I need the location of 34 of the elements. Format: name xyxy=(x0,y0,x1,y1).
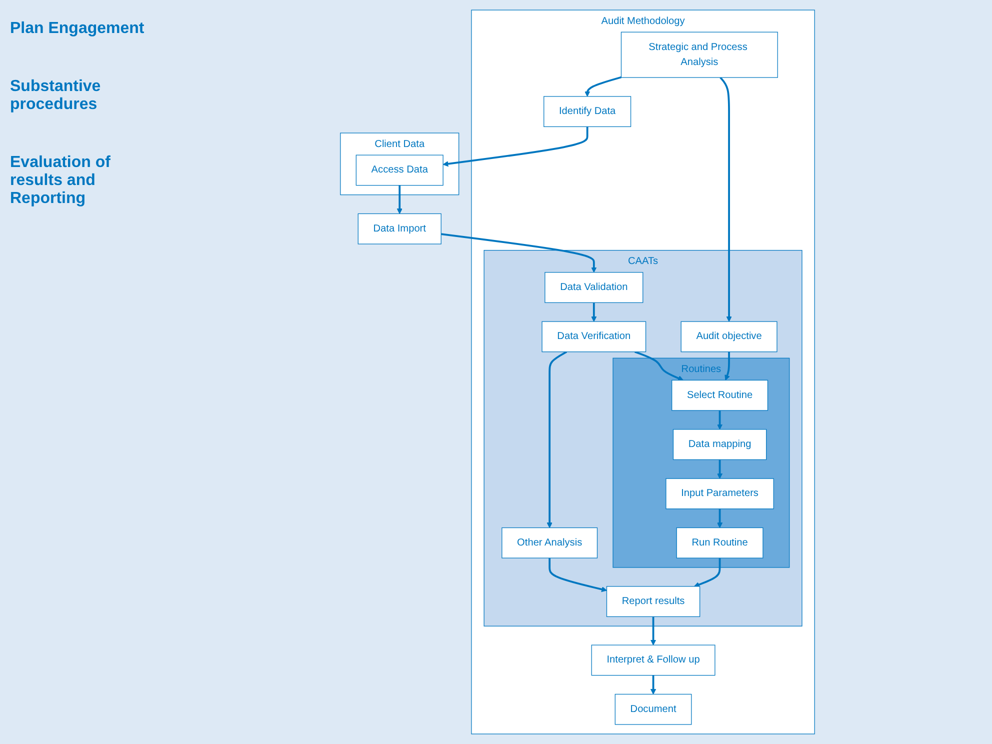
arrow xyxy=(584,76,622,97)
node-box: Data Import xyxy=(358,213,442,244)
arrow xyxy=(717,460,723,479)
node-box: Select Routine xyxy=(672,380,768,411)
node-box: Run Routine xyxy=(676,527,764,558)
node-box: Document xyxy=(614,694,692,725)
arrow xyxy=(440,233,597,273)
arrow xyxy=(720,76,732,322)
arrow xyxy=(650,616,656,646)
node-box: Data Verification xyxy=(542,321,646,352)
arrow xyxy=(694,558,721,588)
arrow xyxy=(546,351,568,528)
node-box: Interpret & Follow up xyxy=(591,644,716,676)
node-box: Data mapping xyxy=(672,429,767,460)
node-box: Audit objective xyxy=(680,321,778,352)
arrow xyxy=(650,675,656,694)
node-box: Data Validation xyxy=(544,272,644,303)
node-box: Strategic and Process Analysis xyxy=(620,32,778,78)
node-box: Input Parameters xyxy=(666,478,774,510)
phase-label: Evaluation of results and Reporting xyxy=(10,154,112,208)
node-box: Report results xyxy=(606,586,700,617)
phase-label: Substantive procedures xyxy=(10,78,102,114)
node-box: Access Data xyxy=(356,154,444,186)
arrow xyxy=(634,350,684,381)
arrow xyxy=(717,508,723,528)
arrow xyxy=(442,126,588,167)
arrow xyxy=(548,558,607,592)
phase-label: Plan Engagement xyxy=(10,20,146,38)
arrow xyxy=(396,185,402,214)
node-box: Other Analysis xyxy=(502,527,598,558)
arrow xyxy=(724,352,730,380)
node-box: Identify Data xyxy=(544,96,632,128)
arrow xyxy=(591,302,597,322)
arrow xyxy=(717,410,723,430)
